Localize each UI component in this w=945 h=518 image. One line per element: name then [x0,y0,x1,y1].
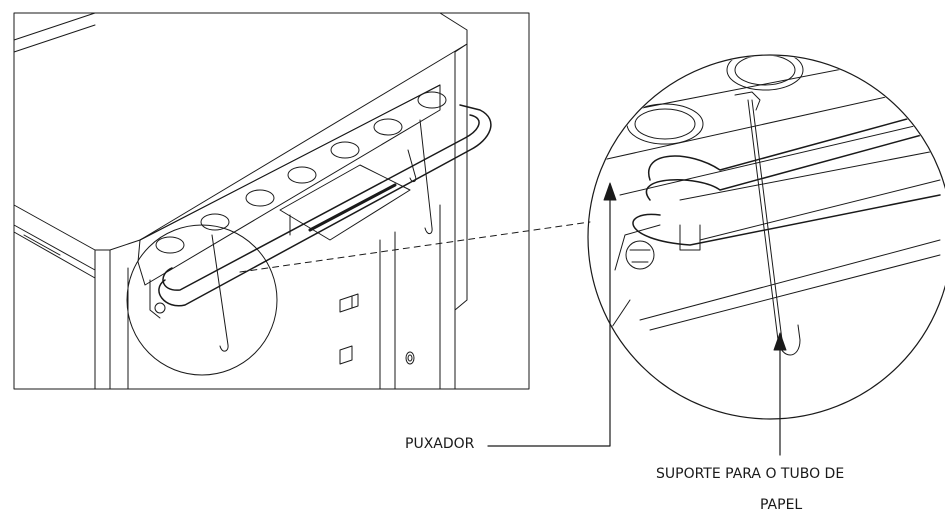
detail-leader-line [239,221,591,273]
detail-callout-circle [126,224,278,376]
detail-view [587,54,945,420]
holder-callout-arrowhead [773,332,787,351]
overview-illustration [13,12,530,390]
handle-callout-line [487,191,611,447]
paper-holder-label-line1: SUPORTE PARA O TUBO DE [656,466,845,482]
detail-circle [587,54,945,420]
handle-callout [487,182,617,447]
overview-frame [13,12,530,390]
handle-label: PUXADOR [405,436,475,452]
handle-callout-arrowhead [603,182,617,201]
holder-callout [773,332,787,456]
paper-holder-label-line2: PAPEL [760,497,803,513]
